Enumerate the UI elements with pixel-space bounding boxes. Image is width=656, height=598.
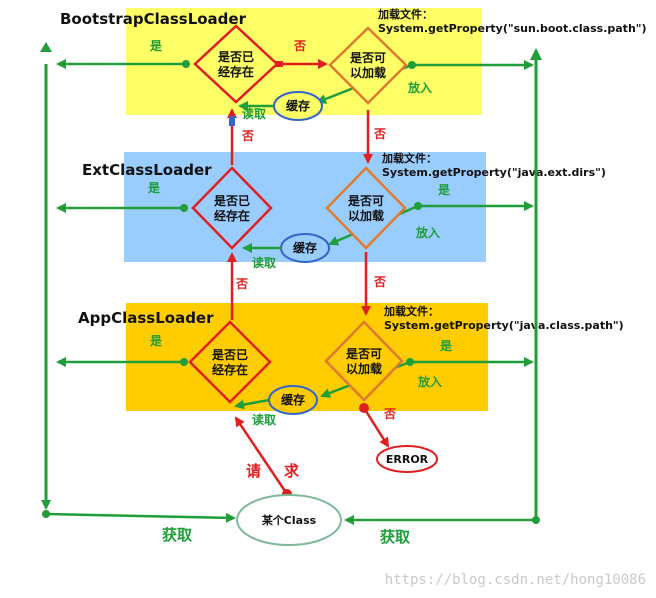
obtain-left-arrow: [45, 512, 236, 523]
bootstrap-load-path: System.getProperty("sun.boot.class.path"…: [378, 22, 647, 35]
ext-read-label: 读取: [252, 255, 276, 270]
ext-exists-diamond: [191, 166, 273, 250]
app-loadable-diamond: [324, 320, 404, 402]
app-put-label: 放入: [417, 374, 442, 389]
ext-loadable-diamond: [325, 166, 407, 250]
ext-load-path: System.getProperty("java.ext.dirs"): [382, 166, 606, 179]
app-put-dot: [406, 358, 414, 366]
ext-put-label: 放入: [415, 225, 440, 240]
ext-exists-line2: 经存在: [214, 208, 250, 223]
ext-loadable-line2: 以加载: [348, 208, 384, 223]
bs-loadable-line2: 以加载: [350, 65, 386, 80]
watermark: https://blog.csdn.net/hong10086: [385, 572, 646, 588]
bs-loadable-line1: 是否可: [349, 51, 386, 65]
app-yes-label: 是: [149, 334, 163, 348]
bs-yes-label: 是: [149, 39, 163, 53]
some-class-node: [236, 494, 342, 546]
some-class-label: 某个Class: [261, 513, 317, 527]
app-loadable-line2: 以加载: [346, 361, 382, 376]
bootstrap-load-title: 加载文件：: [377, 7, 433, 21]
bootstrap-title: BootstrapClassLoader: [60, 10, 247, 28]
obtain-right-label: 获取: [380, 528, 411, 546]
obtain-right-dot: [532, 516, 540, 524]
bs-blue-stub: [229, 116, 235, 126]
ext-yes-dot: [180, 204, 188, 212]
ext-load-title: 加载文件：: [381, 151, 437, 165]
app-read-label: 读取: [252, 412, 276, 427]
bs-cache-label: 缓存: [286, 98, 310, 113]
app-load-title: 加载文件：: [383, 304, 439, 318]
bs-no-label: 否: [293, 39, 306, 53]
bs-ext-no-label-2: 否: [373, 127, 386, 141]
bs-put-dot: [408, 61, 416, 69]
request-arrow: [234, 416, 289, 495]
obtain-left-label: 获取: [162, 526, 193, 544]
bs-yes-dot: [182, 60, 190, 68]
app-cache-label: 缓存: [281, 392, 305, 407]
ext-yes-label: 是: [147, 181, 161, 195]
ext-app-no-label: 否: [235, 277, 248, 291]
bs-ext-no-label: 否: [241, 129, 254, 143]
app-exists-diamond: [188, 320, 272, 404]
bs-read-label: 读取: [242, 106, 266, 121]
app-yes-right-label: 是: [439, 339, 453, 353]
app-exists-line2: 经存在: [212, 362, 248, 377]
bs-exists-line2: 经存在: [218, 64, 254, 79]
app-error-no-label: 否: [383, 407, 396, 421]
ext-app-no-label-2: 否: [373, 275, 386, 289]
bs-no-stub: [275, 61, 283, 67]
error-arrow: [362, 407, 390, 448]
bs-loadable-diamond: [328, 26, 408, 105]
app-loadable-line1: 是否可: [345, 347, 382, 361]
ext-yes-right-label: 是: [437, 183, 451, 197]
ext-cache-label: 缓存: [293, 240, 317, 255]
ext-exists-line1: 是否已: [213, 194, 250, 208]
obtain-left-dot: [42, 510, 50, 518]
left-top-arrow-icon: [40, 42, 52, 52]
error-label: ERROR: [386, 453, 429, 466]
bs-exists-line1: 是否已: [217, 50, 254, 64]
bs-exists-diamond: [193, 24, 279, 104]
app-yes-dot: [180, 358, 188, 366]
request-label-2: 求: [284, 462, 300, 480]
app-title: AppClassLoader: [78, 309, 214, 327]
right-top-arrow-icon: [530, 48, 542, 60]
app-read-arrow: [234, 398, 270, 410]
ext-loadable-line1: 是否可: [347, 194, 384, 208]
error-node: [376, 445, 438, 473]
app-load-path: System.getProperty("java.class.path"): [384, 319, 624, 332]
ext-put-dot: [414, 202, 422, 210]
app-exists-line1: 是否已: [211, 348, 248, 362]
bs-put-label: 放入: [407, 80, 432, 95]
ext-title: ExtClassLoader: [82, 161, 212, 179]
request-label-1: 请: [246, 462, 261, 480]
